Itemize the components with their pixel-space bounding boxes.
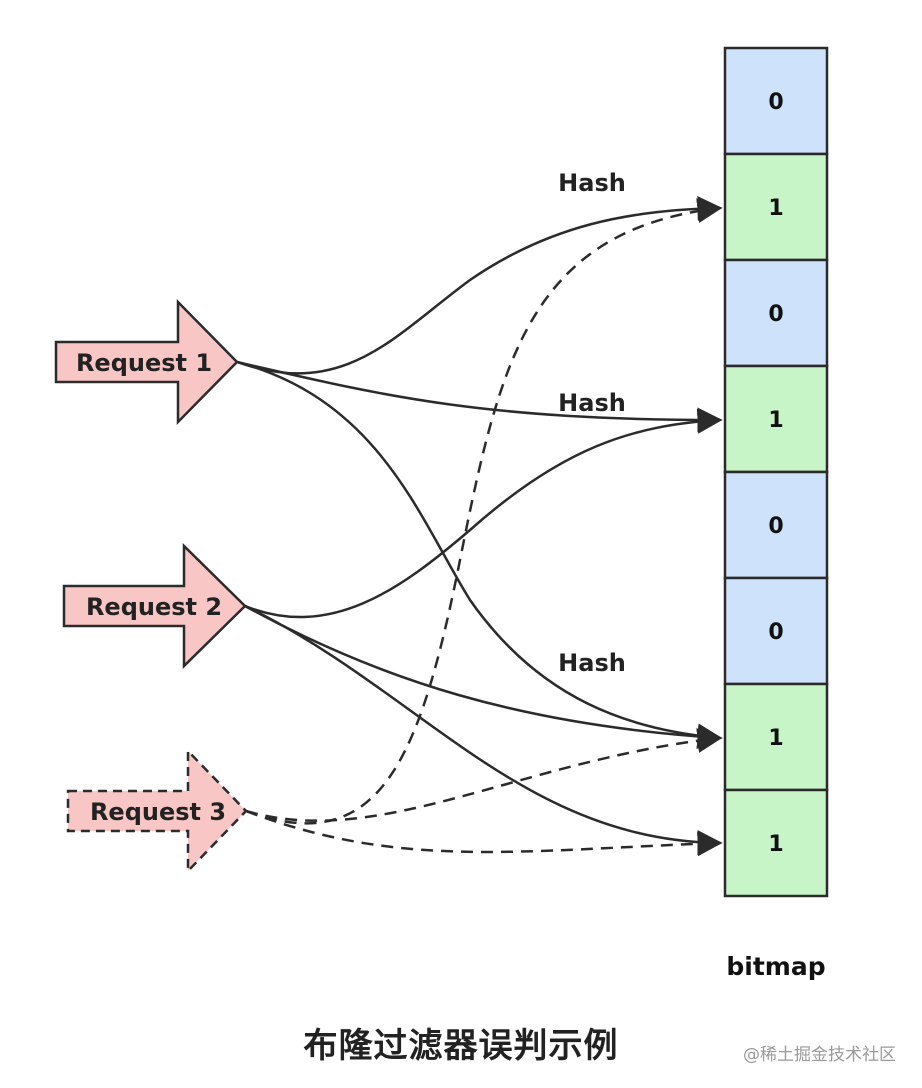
bitmap-cell-0: 0 — [723, 46, 829, 156]
hash-curves-solid — [236, 196, 723, 856]
request-2-arrow: Request 2 — [62, 543, 247, 669]
bitmap-cell-value: 1 — [768, 726, 783, 751]
bitmap-cell-7: 1 — [723, 788, 829, 898]
bitmap-cell-value: 0 — [768, 514, 783, 539]
bitmap-cell-6: 1 — [723, 682, 829, 792]
hash-label-1: Hash — [558, 169, 626, 197]
request-1-label: Request 1 — [76, 349, 212, 377]
bitmap-cell-value: 1 — [768, 408, 783, 433]
req3-to-bit6-curve — [245, 728, 723, 822]
request-3-label: Request 3 — [90, 798, 226, 826]
bitmap-cell-3: 1 — [723, 364, 829, 474]
request-2-label: Request 2 — [86, 593, 222, 621]
bitmap-cell-box — [723, 788, 829, 898]
req3-to-bit7-curve — [245, 809, 723, 857]
req1-to-bit3-curve — [236, 360, 723, 433]
req1-to-bit6-curve — [236, 360, 723, 749]
req1-to-bit1-curve — [236, 196, 723, 375]
bitmap-array: 0 1 0 1 0 0 1 1 — [723, 46, 829, 898]
bitmap-label: bitmap — [726, 952, 825, 981]
request-3-arrow: Request 3 — [66, 747, 248, 875]
bitmap-cell-1: 1 — [723, 152, 829, 262]
bitmap-cell-box — [723, 258, 829, 368]
req2-to-bit6-curve — [244, 604, 723, 750]
diagram-caption: 布隆过滤器误判示例 — [303, 1026, 619, 1066]
request-1-arrow: Request 1 — [54, 298, 239, 426]
bitmap-cell-value: 0 — [768, 620, 783, 645]
bitmap-cell-value: 1 — [768, 196, 783, 221]
hash-curves-dashed — [245, 198, 723, 857]
req3-to-bit1-curve — [245, 198, 723, 825]
watermark: @稀土掘金技术社区 — [743, 1045, 896, 1065]
bitmap-cell-4: 0 — [723, 470, 829, 580]
bitmap-cell-box — [723, 46, 829, 156]
bitmap-cell-box — [723, 682, 829, 792]
hash-label-2: Hash — [558, 389, 626, 417]
bitmap-cell-2: 0 — [723, 258, 829, 368]
bitmap-cell-value: 0 — [768, 302, 783, 327]
bitmap-cell-value: 0 — [768, 90, 783, 115]
hash-label-3: Hash — [558, 649, 626, 677]
bitmap-cell-box — [723, 152, 829, 262]
req2-to-bit3-curve — [244, 408, 723, 619]
bitmap-cell-value: 1 — [768, 832, 783, 857]
req2-to-bit7-curve — [244, 604, 723, 856]
bitmap-cell-5: 0 — [723, 576, 829, 686]
